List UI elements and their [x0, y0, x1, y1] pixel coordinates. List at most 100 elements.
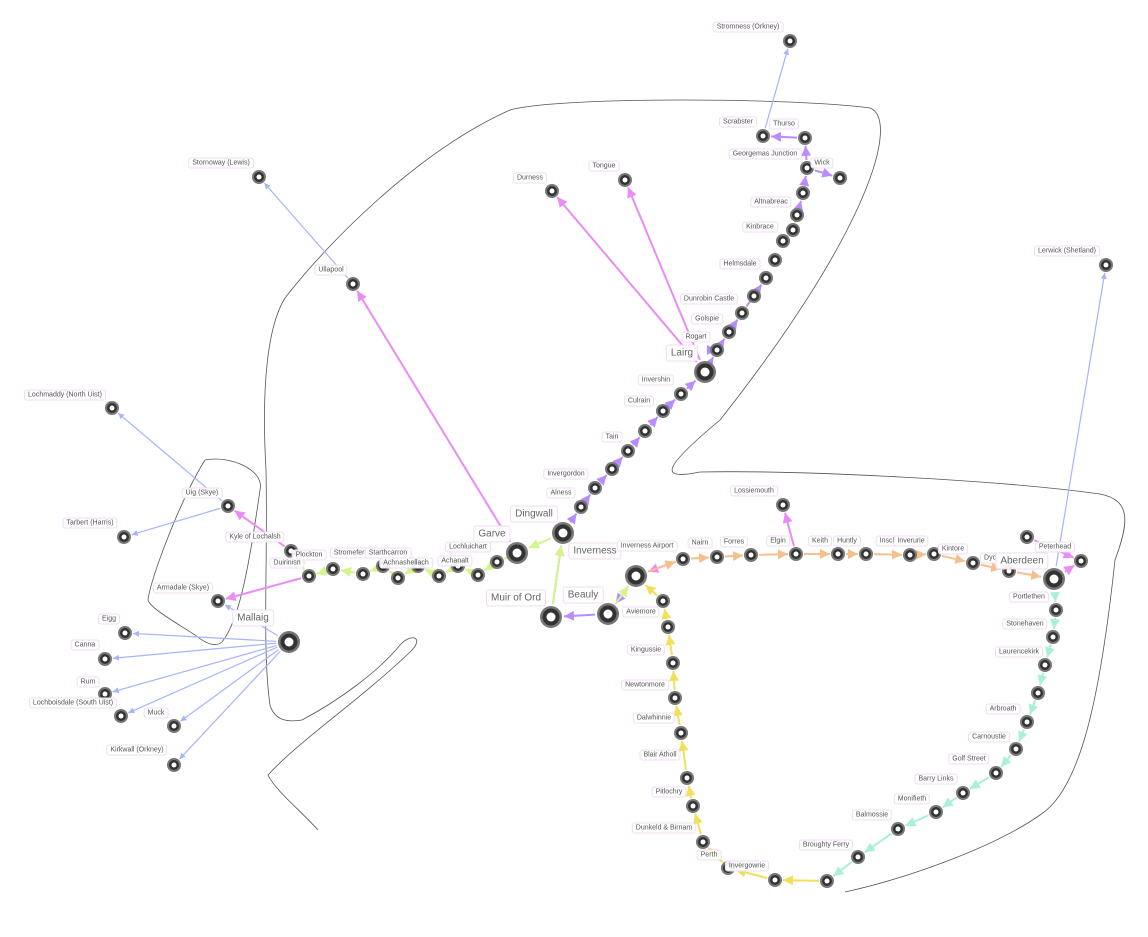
station-node[interactable]: [118, 626, 132, 640]
station-label-achanalt[interactable]: Achanalt: [437, 555, 473, 567]
station-label-lochboisdale[interactable]: Lochboisdale (South Uist): [28, 697, 118, 709]
station-label-monifieth[interactable]: Monifieth: [893, 793, 931, 805]
station-node[interactable]: [391, 571, 405, 585]
station-label-keith[interactable]: Keith: [808, 535, 832, 547]
station-node[interactable]: [790, 208, 804, 222]
station-node[interactable]: [98, 652, 112, 666]
station-label-beauly[interactable]: Beauly: [562, 586, 604, 604]
station-label-portlethen[interactable]: Portlethen: [1009, 591, 1049, 603]
station-node[interactable]: [694, 361, 716, 383]
station-label-stromness[interactable]: Stromness (Orkney): [712, 21, 784, 33]
station-label-invergowrie[interactable]: Invergowrie: [724, 860, 770, 872]
station-node[interactable]: [625, 565, 647, 587]
station-node[interactable]: [927, 547, 941, 561]
station-node[interactable]: [621, 444, 635, 458]
station-label-georgemas[interactable]: Georgemas Junction: [728, 148, 802, 160]
station-label-perth[interactable]: Perth: [696, 849, 722, 861]
station-label-golspie[interactable]: Golspie: [691, 313, 723, 325]
station-label-ullapool[interactable]: Ullapool: [314, 264, 348, 276]
station-label-rogart[interactable]: Rogart: [681, 331, 711, 343]
station-node[interactable]: [211, 594, 225, 608]
station-label-kirkwall[interactable]: Kirkwall (Orkney): [106, 744, 168, 756]
station-label-laurencekirk[interactable]: Laurencekirk: [994, 646, 1044, 658]
station-node[interactable]: [789, 547, 803, 561]
station-label-blairatholl[interactable]: Blair Atholl: [639, 749, 681, 761]
station-node[interactable]: [776, 234, 790, 248]
station-label-balmossie[interactable]: Balmossie: [851, 809, 893, 821]
station-node[interactable]: [891, 822, 905, 836]
station-label-tarbert[interactable]: Tarbert (Harris): [62, 517, 118, 529]
station-node[interactable]: [661, 620, 675, 634]
station-label-invergordon[interactable]: Invergordon: [543, 468, 589, 480]
station-node[interactable]: [656, 404, 670, 418]
station-node[interactable]: [747, 289, 761, 303]
station-label-arbroath[interactable]: Arbroath: [985, 703, 1021, 715]
station-node[interactable]: [786, 223, 800, 237]
station-label-inverness[interactable]: Inverness: [568, 542, 622, 560]
station-node[interactable]: [776, 498, 790, 512]
station-node[interactable]: [105, 401, 119, 415]
station-node[interactable]: [356, 567, 370, 581]
station-label-stornoway[interactable]: Stornoway (Lewis): [188, 157, 254, 169]
station-node[interactable]: [278, 631, 300, 653]
station-node[interactable]: [722, 325, 736, 339]
station-label-mallaig[interactable]: Mallaig: [232, 609, 274, 627]
station-node[interactable]: [618, 173, 632, 187]
station-label-tongue[interactable]: Tongue: [588, 160, 620, 172]
station-label-wick[interactable]: Wick: [810, 157, 834, 169]
station-label-inverurie[interactable]: Inverurie: [893, 535, 929, 547]
station-node[interactable]: [1049, 603, 1063, 617]
station-node[interactable]: [540, 606, 562, 628]
station-label-tain[interactable]: Tain: [601, 431, 623, 443]
station-node[interactable]: [597, 603, 619, 625]
station-node[interactable]: [545, 184, 559, 198]
station-node[interactable]: [956, 786, 970, 800]
station-node[interactable]: [1020, 530, 1034, 544]
station-node[interactable]: [966, 556, 980, 570]
station-label-newtonmore[interactable]: Newtonmore: [621, 679, 669, 691]
station-node[interactable]: [735, 306, 749, 320]
station-label-achnashellach[interactable]: Achnashellach: [379, 557, 433, 569]
station-label-dingwall[interactable]: Dingwall: [510, 505, 558, 523]
station-label-altnabreac[interactable]: Altnabreac: [750, 196, 792, 208]
station-label-aberdeen[interactable]: Aberdeen: [995, 552, 1049, 570]
station-label-broughty[interactable]: Broughty Ferry: [798, 839, 854, 851]
station-label-thurso[interactable]: Thurso: [769, 118, 799, 130]
station-label-golfstreet[interactable]: Golf Street: [948, 753, 990, 765]
station-label-lochluichart[interactable]: Lochluichart: [445, 541, 491, 553]
station-label-garve[interactable]: Garve: [473, 525, 511, 543]
station-label-dalwhinnie[interactable]: Dalwhinnie: [632, 712, 676, 724]
station-label-muck[interactable]: Muck: [143, 707, 169, 719]
station-label-forres[interactable]: Forres: [719, 536, 749, 548]
station-node[interactable]: [302, 569, 316, 583]
station-node[interactable]: [252, 170, 266, 184]
station-label-lairg[interactable]: Lairg: [665, 344, 699, 362]
station-label-dunrobin[interactable]: Dunrobin Castle: [679, 293, 739, 305]
station-node[interactable]: [167, 719, 181, 733]
station-label-rum[interactable]: Rum: [76, 676, 100, 688]
station-label-lossiemouth[interactable]: Lossiemouth: [730, 485, 778, 497]
station-node[interactable]: [710, 550, 724, 564]
station-node[interactable]: [798, 131, 812, 145]
station-label-carnoustie[interactable]: Carnoustie: [968, 731, 1010, 743]
station-node[interactable]: [506, 542, 528, 564]
station-label-elgin[interactable]: Elgin: [766, 535, 790, 547]
station-node[interactable]: [768, 253, 782, 267]
station-node[interactable]: [656, 594, 670, 608]
station-label-kingussie[interactable]: Kingussie: [626, 644, 666, 656]
station-label-nairn[interactable]: Nairn: [687, 537, 713, 549]
station-label-eigg[interactable]: Eigg: [97, 613, 121, 625]
station-label-canna[interactable]: Canna: [70, 639, 100, 651]
station-node[interactable]: [696, 835, 710, 849]
station-label-uig[interactable]: Uig (Skye): [181, 487, 223, 499]
station-label-muiroford[interactable]: Muir of Ord: [485, 589, 547, 607]
station-node[interactable]: [710, 343, 724, 357]
station-node[interactable]: [605, 462, 619, 476]
station-label-armadale[interactable]: Armadale (Skye): [152, 582, 214, 594]
station-node[interactable]: [1038, 658, 1052, 672]
station-node[interactable]: [744, 548, 758, 562]
station-label-airport[interactable]: Inverness Airport: [616, 540, 678, 552]
station-node[interactable]: [686, 799, 700, 813]
station-node[interactable]: [674, 726, 688, 740]
station-label-alness[interactable]: Alness: [546, 487, 576, 499]
